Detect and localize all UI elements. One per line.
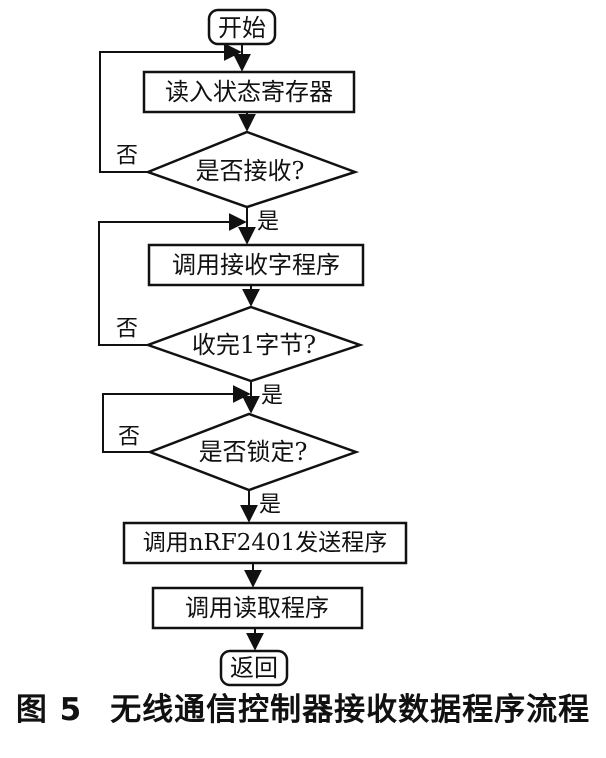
locked-no-label: 否 bbox=[118, 425, 140, 450]
locked-yes-label: 是 bbox=[259, 493, 281, 518]
return-label: 返回 bbox=[230, 654, 278, 682]
received-no-label: 否 bbox=[116, 144, 138, 169]
byte-done-yes-label: 是 bbox=[261, 384, 283, 409]
read-status-box bbox=[142, 70, 356, 114]
byte-done-no-label: 否 bbox=[116, 317, 138, 342]
call-read-box bbox=[151, 586, 364, 630]
edge-locked-no-loop bbox=[102, 385, 251, 453]
return-terminal bbox=[219, 649, 289, 687]
call-nrf-send-box bbox=[122, 521, 408, 565]
edge-received-no-loop bbox=[99, 43, 242, 173]
is-received-label: 是否接收? bbox=[196, 157, 305, 185]
figure-number: 图 5 bbox=[15, 692, 83, 728]
call-receive-byte-label: 调用接收字程序 bbox=[172, 251, 340, 279]
start-label: 开始 bbox=[218, 14, 266, 42]
byte-done-label: 收完1字节? bbox=[192, 331, 316, 359]
call-nrf-send-label: 调用nRF2401发送程序 bbox=[143, 530, 388, 556]
received-yes-label: 是 bbox=[257, 210, 279, 235]
call-receive-byte-box bbox=[147, 243, 365, 287]
is-locked-label: 是否锁定? bbox=[199, 438, 308, 466]
read-status-label: 读入状态寄存器 bbox=[165, 78, 333, 106]
call-read-label: 调用读取程序 bbox=[185, 594, 329, 622]
figure-caption: 图 5 无线通信控制器接收数据程序流程 bbox=[0, 684, 606, 729]
figure-title: 无线通信控制器接收数据程序流程 bbox=[110, 692, 591, 728]
edge-byte-done-no-loop bbox=[98, 213, 247, 346]
